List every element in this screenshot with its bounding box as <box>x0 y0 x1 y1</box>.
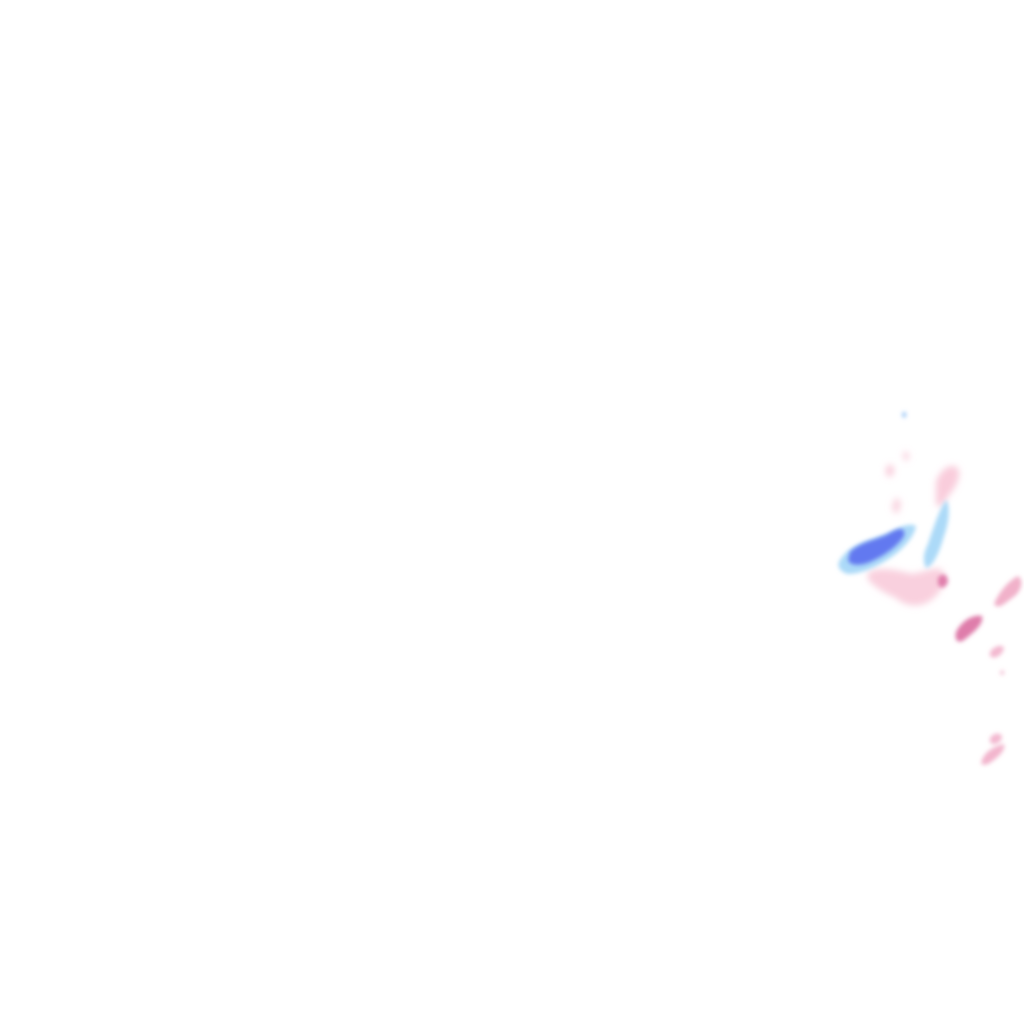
radar-echo <box>990 733 1002 745</box>
radar-echo <box>994 576 1022 607</box>
radar-echo <box>892 498 901 514</box>
radar-echo <box>938 574 948 588</box>
radar-echo <box>990 645 1004 658</box>
radar-echo <box>886 464 894 477</box>
radar-echo <box>1000 670 1005 676</box>
radar-echo <box>955 615 983 642</box>
mixed-precip-light-region <box>868 451 960 606</box>
rain-heavy-region <box>848 411 907 565</box>
radar-echo <box>902 411 907 418</box>
radar-echo <box>936 465 960 507</box>
radar-echo <box>903 451 909 461</box>
radar-echo <box>848 529 905 565</box>
mixed-precip-heavy-cells <box>938 574 1022 765</box>
radar-echo <box>923 500 949 568</box>
radar-echo <box>981 744 1005 765</box>
radar-echo <box>868 568 945 606</box>
